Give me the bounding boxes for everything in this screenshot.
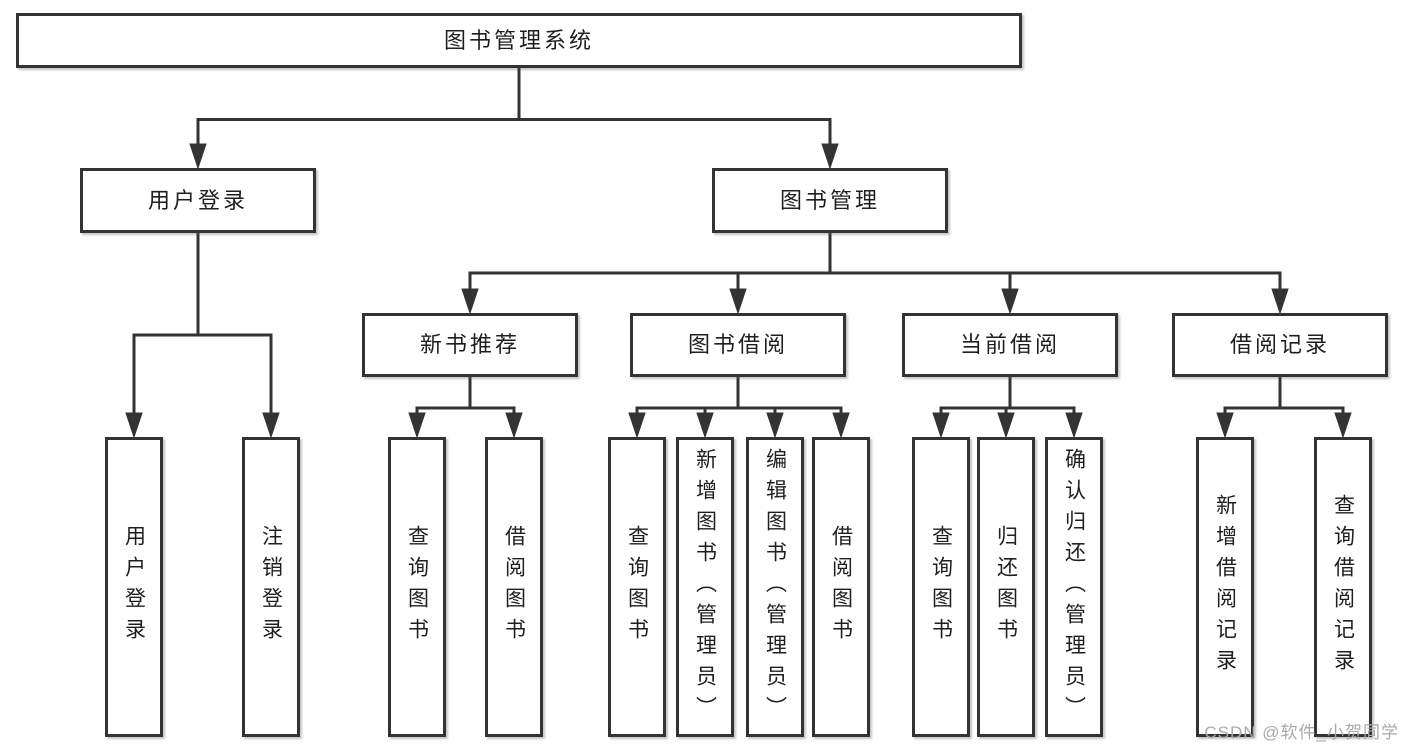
arrow-down-icon [1334, 412, 1352, 439]
arrow-down-icon [1001, 288, 1019, 315]
node-borrowing-records: 借阅记录 [1172, 313, 1388, 377]
arrow-down-icon [408, 412, 426, 439]
node-leaf-add-books-admin: 新增图书（管理员） [676, 437, 734, 737]
node-leaf-query-borrow-record-label: 查询借阅记录 [1331, 494, 1355, 680]
edge-bookborrow-to-leaves [635, 375, 843, 418]
node-leaf-add-borrow-record-label: 新增借阅记录 [1213, 494, 1237, 680]
node-leaf-edit-books-admin: 编辑图书（管理员） [746, 437, 804, 737]
arrow-down-icon [1065, 412, 1083, 439]
node-book-management: 图书管理 [712, 168, 948, 233]
arrow-down-icon [832, 412, 850, 439]
node-leaf-add-books-admin-label: 新增图书（管理员） [693, 447, 717, 727]
node-leaf-user-login-label: 用户登录 [122, 525, 146, 649]
node-root-label: 图书管理系统 [443, 27, 594, 53]
node-user-login-label: 用户登录 [147, 187, 248, 213]
node-leaf-query-books-recommend-label: 查询图书 [405, 525, 429, 649]
node-current-borrowing: 当前借阅 [902, 313, 1118, 377]
node-leaf-logout: 注销登录 [242, 437, 300, 737]
node-user-login: 用户登录 [80, 168, 316, 233]
node-leaf-borrow-books-recommend-label: 借阅图书 [502, 525, 526, 649]
node-leaf-query-books-borrow-label: 查询图书 [625, 525, 649, 649]
arrow-down-icon [628, 412, 646, 439]
node-leaf-borrow-books-recommend: 借阅图书 [485, 437, 543, 737]
node-current-borrowing-label: 当前借阅 [959, 332, 1060, 357]
arrow-down-icon [997, 412, 1015, 439]
edge-root-to-level2 [196, 66, 832, 148]
node-root: 图书管理系统 [16, 13, 1022, 68]
node-leaf-query-books-current: 查询图书 [912, 437, 970, 737]
node-leaf-confirm-return-admin: 确认归还（管理员） [1045, 437, 1103, 737]
arrow-down-icon [1271, 288, 1289, 315]
node-leaf-query-books-recommend: 查询图书 [388, 437, 446, 737]
edge-newbookrec-to-leaves [415, 375, 516, 418]
node-new-book-recommend-label: 新书推荐 [419, 332, 520, 357]
arrow-down-icon [766, 412, 784, 439]
node-leaf-query-borrow-record: 查询借阅记录 [1314, 437, 1372, 737]
node-leaf-return-books: 归还图书 [977, 437, 1035, 737]
arrowheads [125, 143, 1352, 439]
node-leaf-borrow-books: 借阅图书 [812, 437, 870, 737]
arrow-down-icon [1216, 412, 1234, 439]
arrow-down-icon [189, 143, 207, 170]
edge-borrowrecords-to-leaves [1223, 375, 1345, 418]
edge-currentborrow-to-leaves [939, 375, 1076, 418]
node-leaf-user-login: 用户登录 [105, 437, 163, 737]
node-book-borrowing: 图书借阅 [630, 313, 846, 377]
node-borrowing-records-label: 借阅记录 [1229, 332, 1330, 357]
edge-bookmgmt-to-level3 [468, 231, 1282, 293]
node-leaf-edit-books-admin-label: 编辑图书（管理员） [763, 447, 787, 727]
node-leaf-query-books-borrow: 查询图书 [608, 437, 666, 737]
node-leaf-query-books-current-label: 查询图书 [929, 525, 953, 649]
node-book-management-label: 图书管理 [779, 187, 880, 213]
node-book-borrowing-label: 图书借阅 [687, 332, 788, 357]
node-leaf-borrow-books-label: 借阅图书 [829, 525, 853, 649]
arrow-down-icon [729, 288, 747, 315]
arrow-down-icon [125, 412, 143, 439]
arrow-down-icon [505, 412, 523, 439]
node-leaf-add-borrow-record: 新增借阅记录 [1196, 437, 1254, 737]
arrow-down-icon [262, 412, 280, 439]
arrow-down-icon [932, 412, 950, 439]
csdn-watermark: CSDN @软件_小贺同学 [1204, 723, 1399, 742]
edge-lines [132, 66, 1345, 418]
node-leaf-confirm-return-admin-label: 确认归还（管理员） [1062, 447, 1086, 727]
arrow-down-icon [696, 412, 714, 439]
node-new-book-recommend: 新书推荐 [362, 313, 578, 377]
arrow-down-icon [461, 288, 479, 315]
node-leaf-return-books-label: 归还图书 [994, 525, 1018, 649]
edge-userlogin-to-leaves [132, 231, 273, 418]
node-leaf-logout-label: 注销登录 [259, 525, 283, 649]
arrow-down-icon [821, 143, 839, 170]
